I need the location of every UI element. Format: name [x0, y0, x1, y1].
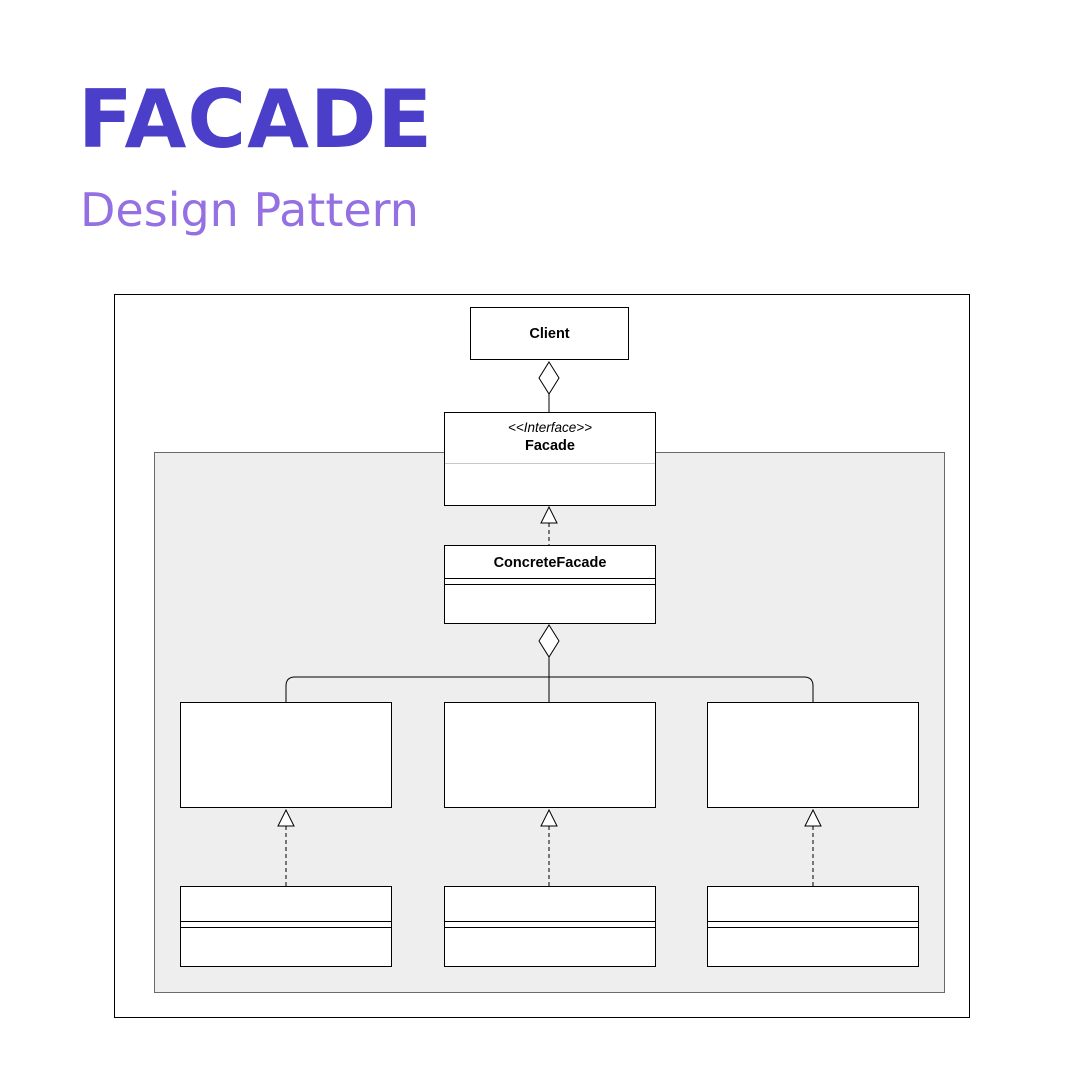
subsystem-interface-box — [444, 702, 656, 808]
facade-interface-name: Facade — [525, 438, 575, 454]
concrete-facade-class: ConcreteFacade — [444, 545, 656, 624]
facade-compartment-divider — [445, 463, 655, 464]
subsystem-interface-box — [707, 702, 919, 808]
subsystem-class-divider-2 — [708, 927, 918, 928]
subsystem-class-box — [180, 886, 392, 967]
subsystem-class-divider-2 — [445, 927, 655, 928]
subsystem-class-box — [444, 886, 656, 967]
subsystem-class-divider-1 — [708, 921, 918, 922]
subsystem-class-divider-2 — [181, 927, 391, 928]
facade-stereotype: <<Interface>> — [507, 420, 593, 435]
subsystem-class-box — [707, 886, 919, 967]
facade-interface: <<Interface>> Facade — [444, 412, 656, 506]
concrete-facade-name: ConcreteFacade — [493, 555, 607, 571]
client-class-name: Client — [529, 326, 570, 342]
client-class: Client — [470, 307, 629, 360]
page-title: FACADE — [78, 73, 434, 166]
page-subtitle: Design Pattern — [80, 183, 419, 237]
concrete-facade-divider-1 — [445, 578, 655, 579]
subsystem-class-divider-1 — [445, 921, 655, 922]
subsystem-class-divider-1 — [181, 921, 391, 922]
concrete-facade-divider-2 — [445, 584, 655, 585]
subsystem-interface-box — [180, 702, 392, 808]
